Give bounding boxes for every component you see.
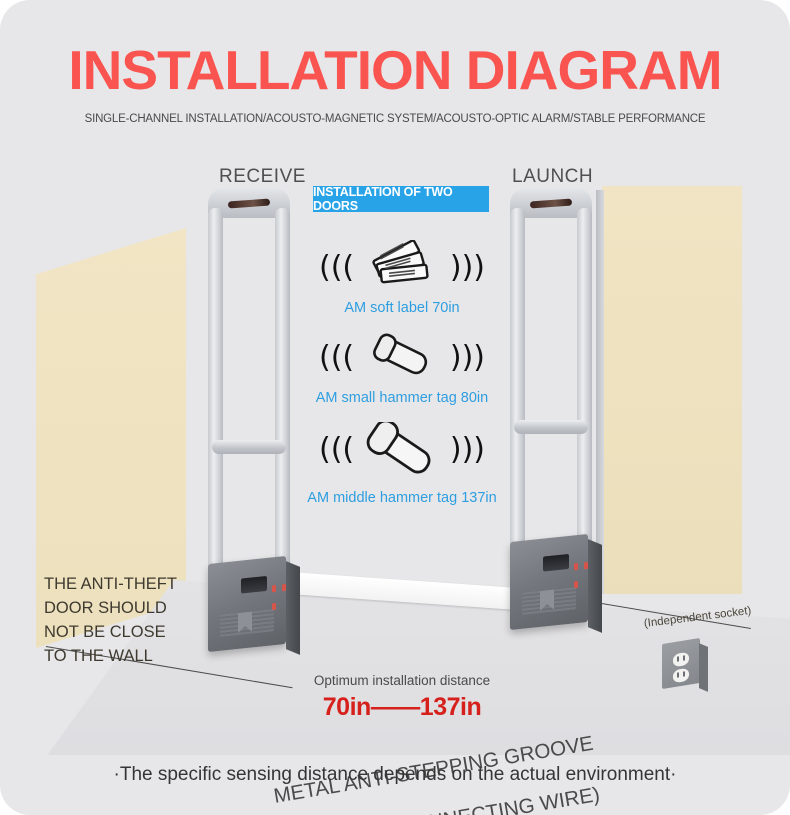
- am-soft-label-icon: [372, 240, 429, 284]
- gate-post-left: [208, 208, 223, 618]
- gate-crossbar: [514, 420, 588, 434]
- signal-wave-right-icon: ))): [449, 250, 485, 285]
- am-small-hammer-tag-icon: [373, 333, 428, 375]
- two-doors-badge: INSTALLATION OF TWO DOORS: [313, 185, 489, 213]
- gate-launch: [508, 188, 594, 596]
- signal-wave-right-icon: ))): [449, 432, 485, 467]
- tag-label: AM small hammer tag 80in: [315, 390, 489, 406]
- led: [272, 584, 276, 593]
- base-display: [543, 553, 569, 572]
- independent-socket-icon: [662, 637, 708, 692]
- tag-icons: ((( ))): [277, 330, 527, 388]
- page-title: INSTALLATION DIAGRAM: [68, 39, 722, 101]
- tag-icons: ((( ))): [277, 422, 527, 488]
- gate-base-launch-side: [588, 539, 602, 633]
- gate-label-launch: LAUNCH: [512, 166, 594, 187]
- socket-side: [699, 643, 708, 692]
- tag-row-soft-label: ((( ))): [277, 240, 527, 316]
- signal-wave-left-icon: (((: [319, 250, 355, 285]
- am-middle-hammer-tag-icon: [366, 422, 431, 474]
- gate-crossbar: [212, 440, 286, 454]
- gate-base-receive: [208, 555, 287, 653]
- footer-note: ·The specific sensing distance depends o…: [113, 764, 677, 785]
- tag-row-small-hammer: ((( ))) AM small hammer tag 80in: [277, 330, 527, 406]
- gate-base-launch: [510, 533, 589, 631]
- gate-post-left: [510, 208, 525, 596]
- wall-warning-text: THE ANTI-THEFT DOOR SHOULD NOT BE CLOSE …: [44, 572, 209, 668]
- signal-wave-left-icon: (((: [319, 340, 355, 375]
- tag-label: AM middle hammer tag 137in: [307, 490, 497, 506]
- left-wall: [36, 228, 186, 648]
- tag-row-middle-hammer: ((( ))) AM middle hammer tag 137in: [277, 422, 527, 506]
- tag-icons: ((( ))): [277, 240, 527, 298]
- wall-warning-line-3: NOT BE CLOSE: [44, 623, 166, 641]
- gate-base-receive-side: [286, 561, 300, 655]
- signal-wave-right-icon: ))): [449, 340, 485, 375]
- installation-scene: RECEIVE LAUNCH: [0, 140, 790, 815]
- signal-wave-left-icon: (((: [319, 432, 355, 467]
- base-display: [241, 575, 267, 594]
- gate-receive: [206, 188, 292, 618]
- gate-label-receive: RECEIVE: [219, 166, 306, 187]
- wall-warning-line-4: TO THE WALL: [44, 647, 153, 665]
- gate-post-right: [577, 208, 592, 596]
- optimum-distance-value: 70in——137in: [322, 693, 482, 721]
- right-wall-edge: [596, 190, 604, 594]
- socket-outlet-top: [673, 651, 689, 668]
- page-subtitle: SINGLE-CHANNEL INSTALLATION/ACOUSTO-MAGN…: [84, 113, 706, 125]
- right-wall: [602, 186, 742, 594]
- tag-label: AM soft label 70in: [344, 300, 460, 316]
- wall-warning-line-1: THE ANTI-THEFT: [44, 575, 177, 593]
- wall-warning-line-2: DOOR SHOULD: [44, 599, 167, 617]
- gate-post-right: [275, 208, 290, 618]
- socket-faceplate: [662, 637, 700, 690]
- optimum-distance-title: Optimum installation distance: [313, 673, 491, 688]
- led: [574, 562, 578, 571]
- socket-outlet-bottom: [673, 667, 689, 684]
